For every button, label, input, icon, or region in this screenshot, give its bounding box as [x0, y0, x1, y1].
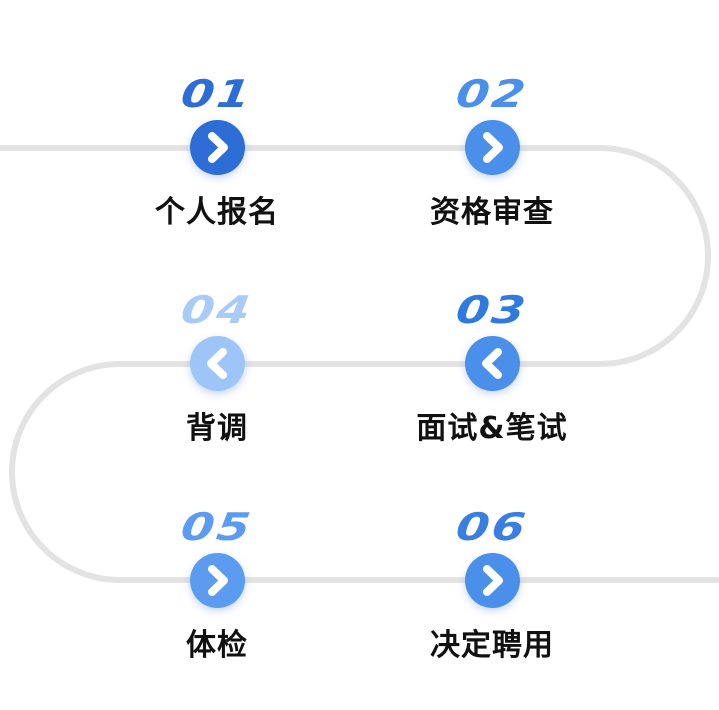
chevron-right-icon — [207, 565, 228, 596]
step-label: 面试&笔试 — [416, 411, 568, 446]
step-label: 背调 — [186, 411, 248, 446]
step-number: 01 — [178, 72, 256, 116]
step-02: 02 资格审查 — [372, 70, 612, 231]
step-circle[interactable] — [189, 120, 245, 175]
step-number: 02 — [453, 72, 531, 116]
step-circle[interactable] — [464, 120, 520, 175]
chevron-left-icon — [481, 348, 502, 379]
chevron-right-icon — [482, 132, 503, 163]
step-06: 06 决定聘用 — [372, 503, 612, 664]
step-circle[interactable] — [189, 336, 245, 391]
chevron-right-icon — [482, 565, 503, 596]
step-circle[interactable] — [189, 553, 245, 608]
step-05: 05 体检 — [97, 503, 337, 664]
chevron-right-icon — [207, 132, 228, 163]
track-path — [0, 145, 719, 583]
step-01: 01 个人报名 — [97, 70, 337, 231]
step-label: 决定聘用 — [430, 628, 554, 663]
step-number: 06 — [453, 505, 531, 549]
step-number: 03 — [453, 288, 531, 332]
step-label: 资格审查 — [430, 195, 554, 230]
step-label: 体检 — [186, 628, 248, 663]
chevron-left-icon — [206, 348, 227, 379]
step-circle[interactable] — [464, 553, 520, 608]
step-circle[interactable] — [464, 336, 520, 391]
step-number: 05 — [178, 505, 256, 549]
step-number: 04 — [178, 288, 256, 332]
step-label: 个人报名 — [155, 195, 279, 230]
step-04: 04 背调 — [97, 286, 337, 447]
step-03: 03 面试&笔试 — [372, 286, 612, 447]
